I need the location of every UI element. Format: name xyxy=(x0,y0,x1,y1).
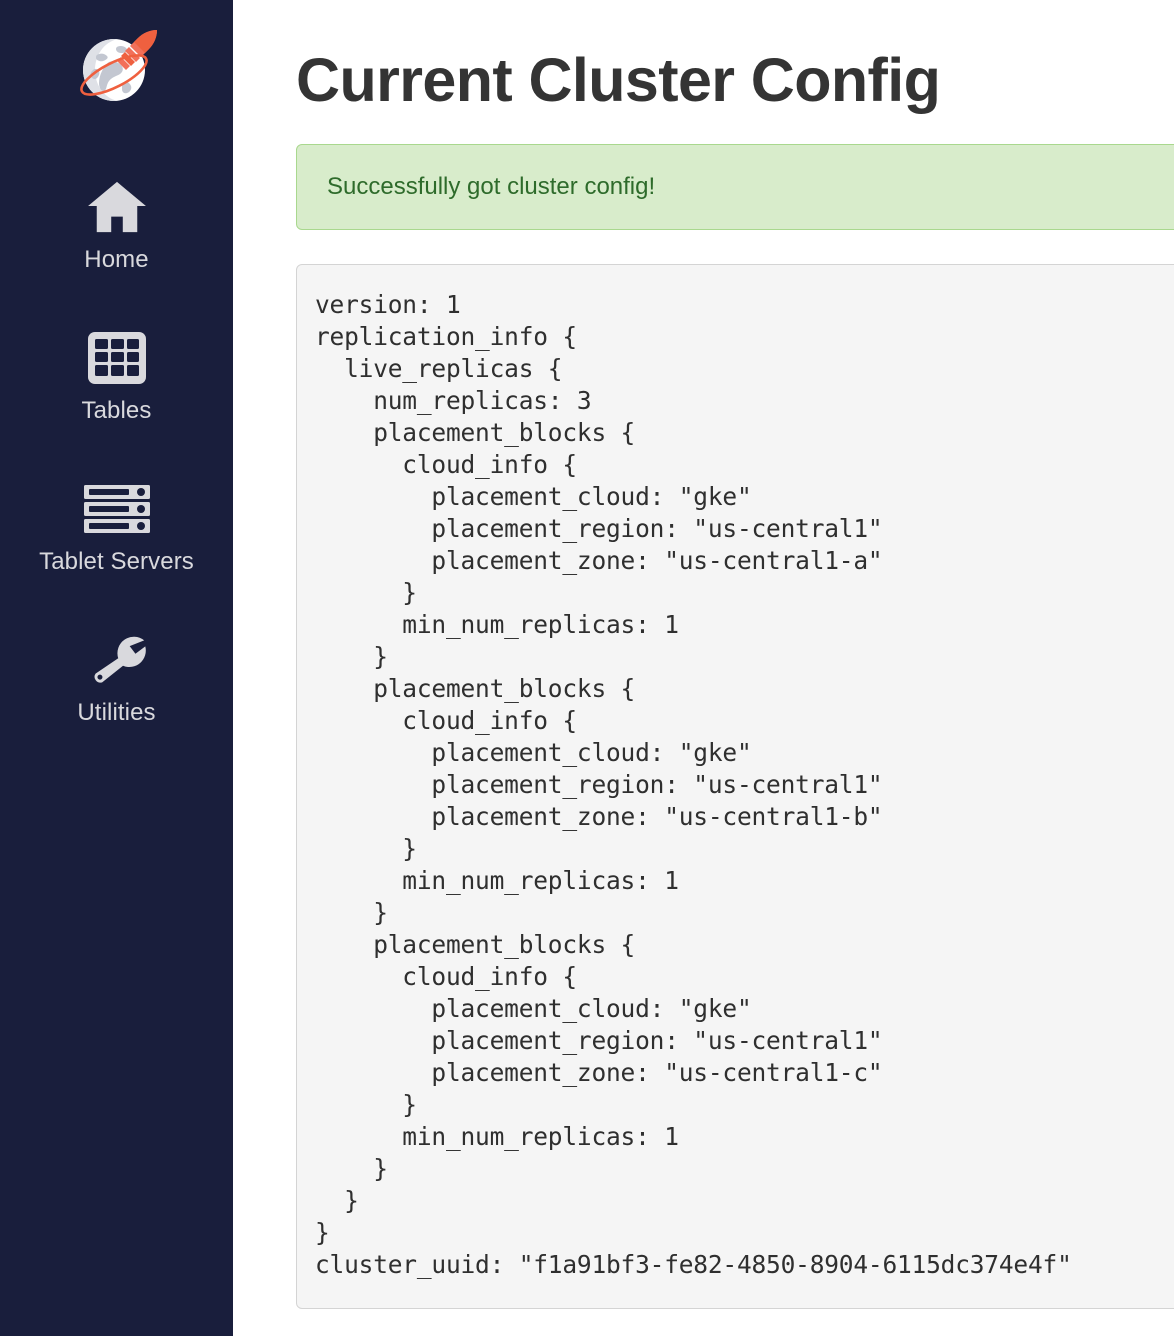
success-alert-message: Successfully got cluster config! xyxy=(327,173,656,200)
success-alert: Successfully got cluster config! xyxy=(296,144,1174,230)
sidebar-item-utilities[interactable]: Utilities xyxy=(0,629,233,728)
sidebar-item-tablet-servers[interactable]: Tablet Servers xyxy=(0,478,233,577)
yugabyte-rocket-globe-logo[interactable] xyxy=(69,22,165,118)
sidebar-item-home[interactable]: Home xyxy=(0,176,233,275)
home-icon xyxy=(86,176,148,238)
sidebar-item-label-home: Home xyxy=(84,246,149,273)
sidebar-item-tables[interactable]: Tables xyxy=(0,327,233,426)
main-content: Current Cluster Config Successfully got … xyxy=(233,0,1174,1336)
cluster-config-text: version: 1 replication_info { live_repli… xyxy=(315,290,1072,1279)
table-grid-icon xyxy=(87,327,147,389)
wrench-icon xyxy=(86,629,148,691)
page-title: Current Cluster Config xyxy=(296,46,941,114)
server-rack-icon xyxy=(83,478,151,540)
sidebar-item-label-utilities: Utilities xyxy=(77,699,156,726)
sidebar: Home xyxy=(0,0,233,1336)
logo-svg xyxy=(79,30,157,101)
sidebar-item-label-tablet-servers: Tablet Servers xyxy=(39,548,194,575)
cluster-config-panel[interactable]: version: 1 replication_info { live_repli… xyxy=(296,264,1174,1309)
sidebar-item-label-tables: Tables xyxy=(81,397,152,424)
